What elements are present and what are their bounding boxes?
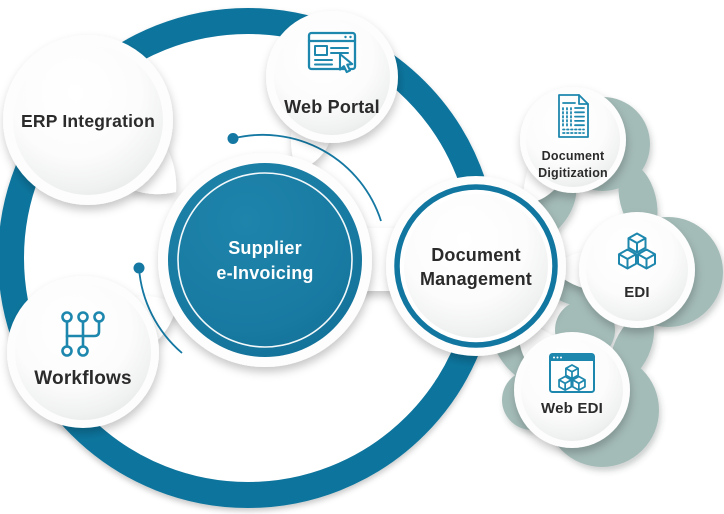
center-label-line2: e-Invoicing [216, 263, 313, 283]
edi-node: EDI [579, 212, 695, 328]
web-portal-label: Web Portal [284, 97, 380, 117]
web-edi-core [521, 339, 623, 441]
web-portal-node: Web Portal [266, 11, 398, 143]
document-digitization-tail [523, 167, 556, 204]
workflows-tail [136, 296, 177, 341]
orbit-arcs [138, 133, 382, 354]
web-edi-label: Web EDI [541, 400, 603, 417]
scanned-document-icon [558, 94, 589, 138]
document-digitization-node: Document Digitization [520, 87, 626, 193]
web-portal-core [274, 19, 390, 135]
workflows-core [15, 284, 151, 420]
edi-tail [551, 252, 583, 288]
document-management-label-line2: Management [420, 269, 532, 289]
edi-label: EDI [624, 284, 650, 301]
browser-cubes-icon [549, 353, 595, 393]
workflows-label: Workflows [34, 368, 132, 389]
edi-core [586, 219, 688, 321]
center-node: Supplier e-Invoicing [158, 153, 372, 367]
document-digitization-label-line1: Document [542, 149, 605, 163]
erp-label: ERP Integration [21, 111, 155, 131]
browser-cursor-icon [307, 31, 357, 74]
orbit-dot-left [133, 262, 145, 274]
orbit-dot-top [227, 133, 239, 144]
document-management-label-line1: Document [431, 245, 521, 265]
orbit-arc-top [232, 133, 382, 222]
document-digitization-core [526, 93, 620, 187]
center-inner-ring [177, 172, 353, 348]
workflow-nodes-icon [61, 311, 105, 357]
web-edi-node: Web EDI [514, 332, 630, 448]
workflows-node: Workflows [7, 276, 159, 428]
center-label-line1: Supplier [228, 238, 302, 258]
orbit-arc-left [138, 267, 183, 354]
document-digitization-label-line2: Digitization [538, 166, 608, 180]
erp-core [13, 45, 163, 195]
center-core [168, 163, 362, 357]
erp-node: ERP Integration [3, 35, 173, 205]
document-management-core [404, 194, 548, 338]
document-management-node: Document Management [386, 176, 566, 356]
